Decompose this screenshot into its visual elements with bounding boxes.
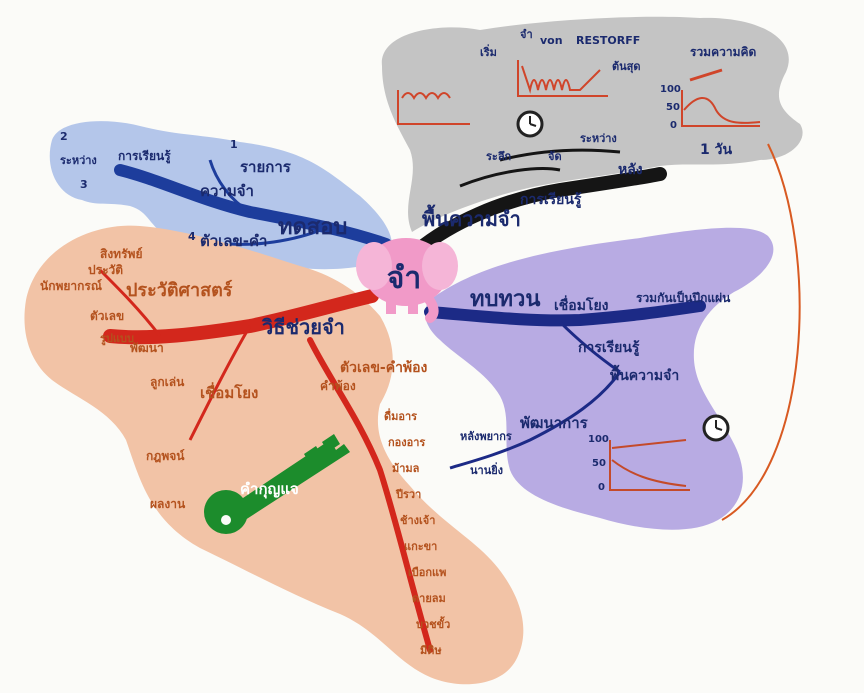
- test-item: ระหว่าง: [60, 154, 97, 167]
- test-number: 4: [188, 230, 196, 243]
- memory-tick: 0: [670, 120, 677, 131]
- test-item: ความจำ: [200, 182, 254, 200]
- memory-note: ระลึก: [486, 150, 512, 163]
- test-item: การเรียนรู้: [118, 149, 171, 164]
- review-item: รวมกันเป็นปึกแผ่น: [636, 290, 731, 305]
- test-number: 3: [80, 178, 88, 191]
- test-number: 2: [60, 130, 68, 143]
- numbered-item: เบือกแพ: [408, 566, 446, 579]
- numbered-item: ปีรวา: [395, 488, 421, 501]
- technique-item: ตัวเลข-คำพ้อง: [340, 360, 428, 376]
- review-item: นานยิ่ง: [470, 462, 503, 477]
- memory-note: รวมความคิด: [690, 45, 757, 59]
- technique-item: สิงทรัพย์: [100, 247, 142, 261]
- review-tick: 50: [592, 458, 606, 469]
- numbered-item: มีดิษ: [420, 644, 442, 657]
- technique-item: ผลงาน: [150, 497, 186, 511]
- technique-item: พัฒนา: [130, 341, 164, 355]
- memory-note: จัด: [548, 150, 562, 163]
- memory-main-label: พื้นความจำ: [422, 204, 521, 231]
- technique-item: นักพยากรณ์: [40, 279, 102, 293]
- review-item: พัฒนาการ: [520, 414, 589, 432]
- technique-item: ประวัติ: [88, 263, 123, 277]
- clock-icon: [518, 112, 542, 136]
- memory-tick: 100: [660, 84, 681, 95]
- numbered-item: ช้างเจ้า: [400, 514, 435, 527]
- technique-item: กฎพจน์: [146, 449, 185, 463]
- review-tick: 0: [598, 482, 605, 493]
- key-hole: [221, 515, 231, 525]
- clock-icon: [704, 416, 728, 440]
- key-label: คำกุญแจ: [240, 480, 299, 499]
- review-tick: 100: [588, 434, 609, 445]
- numbered-item: กองอาร: [388, 436, 425, 449]
- technique-item: ตัวเลข: [90, 309, 124, 323]
- memory-tick: 50: [666, 102, 680, 113]
- review-item: หลังพยากร: [460, 430, 512, 443]
- technique-item: เชื่อมโยง: [200, 382, 258, 402]
- memory-note: ต้นสุด: [612, 60, 641, 74]
- numbered-item: บวชขั้ว: [416, 616, 450, 631]
- test-main-label: ทดสอบ: [278, 215, 347, 240]
- memory-note: เริ่ม: [480, 44, 497, 59]
- review-item: เชื่อมโยง: [554, 295, 609, 314]
- test-item: ตัวเลข-คำ: [200, 232, 267, 250]
- memory-sub-label: การเรียนรู้: [520, 192, 582, 208]
- test-number: 1: [230, 138, 238, 151]
- memory-note: จำ: [520, 28, 533, 41]
- technique-item: ลูกเล่น: [150, 375, 185, 390]
- technique-item: คำพ้อง: [320, 379, 356, 393]
- numbered-item: ดื่มอาร: [384, 408, 417, 423]
- test-item: รายการ: [240, 158, 292, 176]
- numbered-item: ม้ามล: [392, 462, 420, 475]
- numbered-item: แกะขา: [404, 540, 437, 553]
- numbered-item: ดายลม: [412, 592, 446, 605]
- memory-day: 1 วัน: [700, 142, 732, 158]
- memory-note: ระหว่าง: [580, 132, 617, 145]
- technique-item: รูปแบบ: [100, 332, 134, 346]
- technique-main-label: วิธีช่วยจำ: [261, 315, 345, 339]
- review-main-label: ทบทวน: [470, 287, 540, 312]
- memory-note: von: [540, 34, 563, 47]
- center-label: จำ: [387, 261, 421, 296]
- technique-history-label: ประวัติศาสตร์: [126, 279, 233, 301]
- review-item: การเรียนรู้: [578, 340, 640, 356]
- memory-after-label: หลัง: [618, 162, 643, 178]
- memory-note: RESTORFF: [576, 34, 640, 47]
